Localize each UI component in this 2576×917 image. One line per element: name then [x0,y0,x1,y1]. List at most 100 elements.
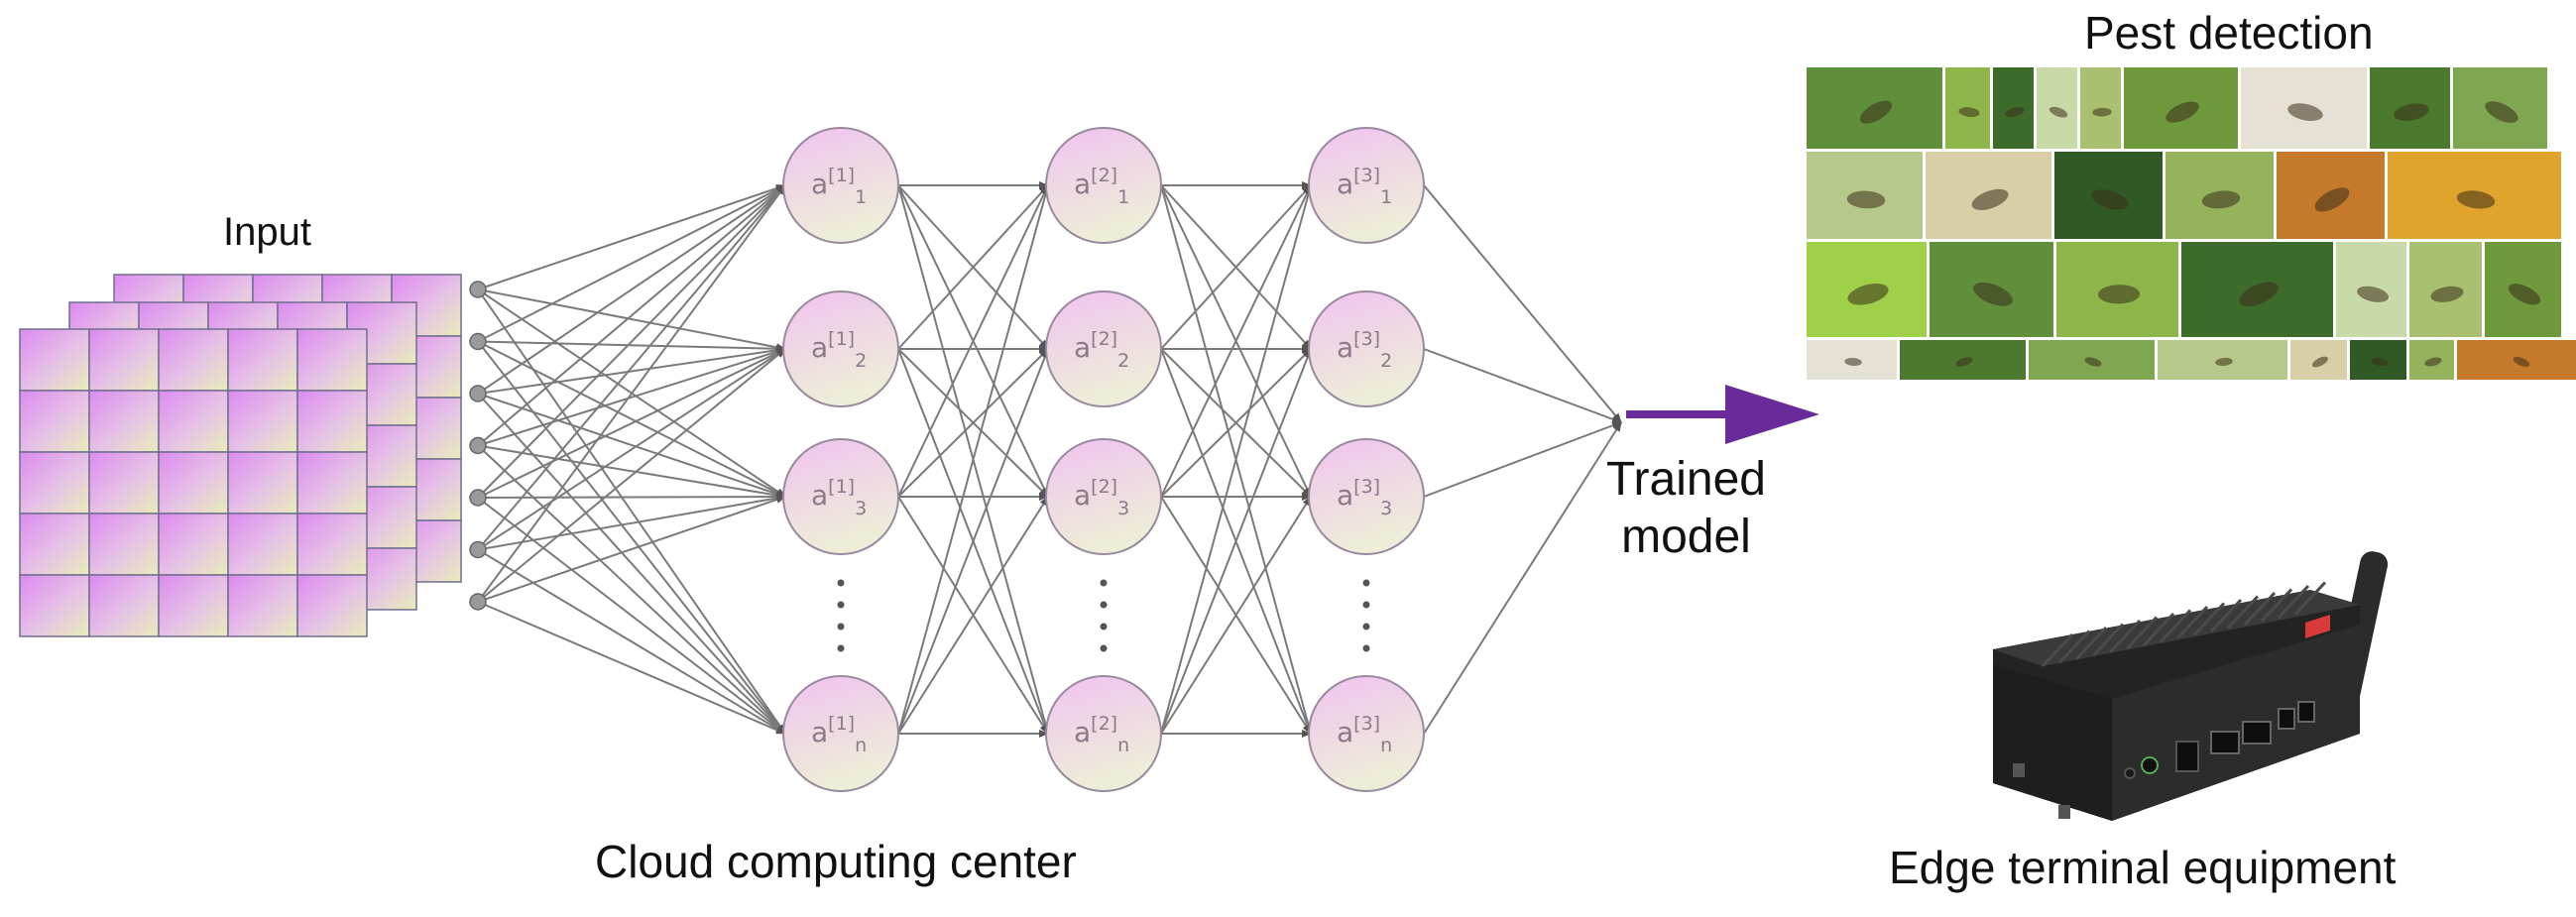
connection-line [477,184,786,290]
connection-line [897,348,1049,498]
grid-cell [296,390,368,453]
input-node [469,540,487,559]
heatsink-fin [2192,602,2226,636]
trained-model-label: Trained model [1606,451,1766,566]
grid-cell [88,451,160,515]
connection-line [477,348,786,499]
connection-line [477,393,786,498]
ellipsis-dot [1362,644,1370,652]
neuron-node: a[2]2 [1045,290,1162,407]
network-connections [477,181,1622,738]
insect-shape [1859,100,1893,124]
connection-line [897,496,1049,735]
connection-line [477,184,786,447]
grid-cell [19,451,90,515]
grid-cell [296,451,368,515]
neuron-label: a[1]n [811,713,867,756]
insect-shape [2314,187,2350,212]
grid-cell [158,451,229,515]
neuron-label: a[1]3 [811,476,867,519]
insect-shape [2394,103,2429,121]
ellipsis-dot [837,623,845,630]
neural-network: a[1]1a[1]2a[1]3a[1]na[2]1a[2]2a[2]3a[2]n… [782,127,1425,792]
neuron-node: a[2]3 [1045,438,1162,555]
ellipsis-dot [837,644,845,652]
connection-line [1160,184,1313,735]
neuron-label: a[2]n [1074,713,1129,756]
connection-line [477,444,786,735]
connection-line [477,184,786,395]
neuron-label: a[3]3 [1337,476,1392,519]
insect-shape [2097,285,2141,304]
neuron-node: a[2]1 [1045,127,1162,244]
ellipsis-dot [1362,623,1370,630]
insect-shape [2084,357,2102,367]
heatsink-fin [2209,598,2243,633]
input-node [469,385,487,402]
heatsink-fin [2142,612,2175,647]
connection-line [1160,348,1312,735]
input-node [469,436,487,455]
grid-cell [19,513,90,576]
connection-line [477,288,786,352]
connection-line [477,497,786,735]
ellipsis-dot [837,601,845,609]
insect-shape [2215,357,2233,367]
edge-terminal-equipment-label: Edge terminal equipment [1889,842,2397,893]
neuron-circle [782,675,899,792]
insect-shape [2357,286,2389,302]
grid-cell [88,390,160,453]
insect-shape [1958,107,1980,118]
ellipsis-dot [1100,601,1108,609]
connection-line [477,340,786,498]
edge-device-icon [1993,551,2389,821]
heatsink-fin [2159,609,2192,643]
connection-line [1160,496,1312,735]
connection-line [477,348,786,551]
grid-cell [296,328,368,392]
neuron-circle [1308,290,1425,407]
heatsink-fin [2175,605,2209,640]
neuron-node: a[3]3 [1308,438,1425,555]
input-node [469,332,487,351]
insect-shape [2287,103,2323,121]
heatsink-fin [2041,632,2074,668]
heatsink-fin [2057,630,2091,664]
connection-line [477,496,786,603]
connection-line [1423,348,1622,423]
neuron-circle [1308,127,1425,244]
grid-cell [19,574,90,637]
heatsink-fin [2260,588,2293,623]
connection-line [897,184,1049,498]
heatsink-fin [2293,581,2327,616]
connection-line [897,348,1049,735]
neuron-circle [1045,675,1162,792]
connection-line [1423,184,1622,423]
connection-line [477,288,786,735]
ellipsis-dot [1362,601,1370,609]
insect-shape [2166,101,2199,123]
trained-label-line1: Trained [1606,453,1766,506]
insect-shape [1971,188,2009,210]
neuron-circle [782,290,899,407]
insect-shape [2049,106,2068,118]
neuron-node: a[3]1 [1308,127,1425,244]
feature-map-3 [19,328,368,637]
neuron-label: a[3]2 [1337,328,1392,372]
connection-line [1160,184,1312,498]
grid-cell [296,513,368,576]
grid-cell [227,574,298,637]
grid-cell [227,328,298,392]
connection-line [477,494,786,551]
grid-cell [88,574,160,637]
arrow-right-icon [1626,385,1819,444]
connection-line [477,340,786,353]
heatsink-fin [2243,591,2277,627]
neuron-node: a[3]n [1308,675,1425,792]
neuron-label: a[2]2 [1074,328,1129,372]
insect-shape [2513,356,2530,368]
connection-line [477,184,786,499]
grid-cell [227,451,298,515]
connection-line [1423,421,1622,735]
neuron-circle [1308,675,1425,792]
